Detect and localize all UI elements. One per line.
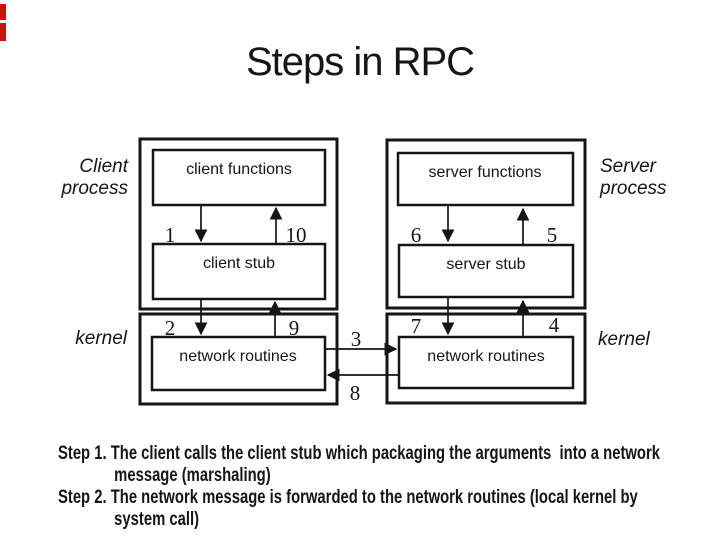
note-step1-line2: message (marshaling) [114, 465, 271, 486]
step-number-9: 9 [289, 316, 300, 340]
server-process-label-line1: Server [600, 156, 657, 177]
server-stub-box [397, 243, 575, 299]
step-number-6: 6 [411, 223, 422, 247]
client-network-routines-box [150, 335, 327, 392]
server-network-routines-label: network routines [427, 348, 544, 365]
client-functions-label: client functions [186, 161, 292, 178]
server-functions-label: server functions [429, 164, 542, 181]
step-number-8: 8 [350, 381, 361, 405]
client-stub-box [151, 242, 327, 301]
note-step2-line1: Step 2. The network message is forwarded… [58, 487, 638, 508]
step-number-3: 3 [351, 327, 362, 351]
red-edge-mark-top [0, 4, 6, 20]
step-number-1: 1 [165, 223, 176, 247]
step-number-7: 7 [411, 314, 422, 338]
client-kernel-label: kernel [75, 328, 128, 349]
client-functions-box [151, 148, 327, 207]
step-number-4: 4 [549, 313, 560, 337]
server-functions-box [396, 151, 575, 207]
client-process-label-line2: process [60, 178, 128, 199]
rpc-diagram: client functions client stub network rou… [60, 137, 667, 406]
client-stub-label: client stub [203, 255, 275, 272]
server-process-label-line2: process [599, 178, 667, 199]
server-network-routines-box [397, 335, 575, 390]
client-process-label-line1: Client [79, 156, 128, 177]
server-stub-label: server stub [446, 256, 525, 273]
note-step1-line1: Step 1. The client calls the client stub… [58, 443, 660, 464]
note-step2-line2: system call) [114, 509, 200, 530]
client-network-routines-label: network routines [179, 348, 296, 365]
step-number-2: 2 [165, 316, 176, 340]
step-number-10: 10 [286, 223, 307, 247]
server-kernel-label: kernel [598, 329, 651, 350]
step-number-5: 5 [547, 223, 558, 247]
red-edge-mark-bottom [0, 23, 6, 41]
slide-title: Steps in RPC [245, 40, 475, 84]
step-notes: Step 1. The client calls the client stub… [58, 443, 690, 531]
